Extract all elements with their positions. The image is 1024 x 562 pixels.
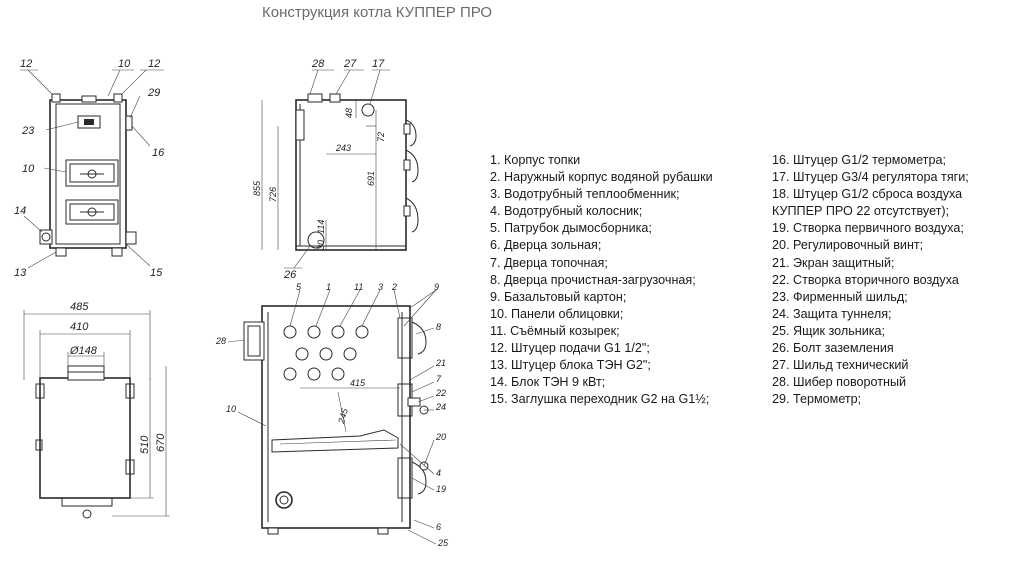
- section-callout-6: 6: [436, 522, 441, 532]
- side-dim-114: 114: [316, 220, 326, 234]
- section-callout-20: 20: [435, 432, 446, 442]
- legend-item: 11. Съёмный козырек;: [490, 323, 620, 338]
- legend-item: 4. Водотрубный колосник;: [490, 204, 643, 219]
- front-callout-10a: 10: [118, 58, 131, 70]
- front-callout-16: 16: [152, 147, 165, 159]
- legend-item: 6. Дверца зольная;: [490, 238, 602, 253]
- front-callout-15: 15: [150, 267, 163, 279]
- side-dim-30: 30: [316, 240, 326, 250]
- top-dim-485: 485: [70, 301, 89, 313]
- legend-item: 16. Штуцер G1/2 термометра;: [772, 153, 946, 167]
- legend-left-column: 1. Корпус топки 2. Наружный корпус водян…: [490, 152, 713, 408]
- section-callout-11: 11: [354, 282, 363, 292]
- section-callout-24: 24: [435, 402, 446, 412]
- side-dim-243: 243: [335, 143, 351, 153]
- section-callout-21: 21: [435, 358, 446, 368]
- legend-item: 12. Штуцер подачи G1 1/2";: [490, 341, 650, 356]
- side-callout-27: 27: [343, 58, 357, 70]
- legend-item: 22. Створка вторичного воздуха: [772, 272, 959, 287]
- legend-item: 1. Корпус топки: [490, 153, 581, 167]
- section-callout-5: 5: [296, 282, 302, 292]
- section-callout-3: 3: [378, 282, 383, 292]
- legend-item: 18. Штуцер G1/2 сброса воздуха: [772, 187, 963, 202]
- section-dim-415: 415: [350, 378, 366, 388]
- section-dim-245: 245: [336, 406, 350, 425]
- legend-item: 8. Дверца прочистная-загрузочная;: [490, 272, 696, 287]
- legend-item: 20. Регулировочный винт;: [772, 238, 924, 253]
- top-dim-670: 670: [155, 433, 167, 452]
- legend-item: 29. Термометр;: [772, 392, 862, 407]
- side-callout-28: 28: [311, 58, 325, 70]
- side-callout-17: 17: [372, 58, 385, 70]
- front-view: 12 10 12 29 23 16 10 14 13 15: [14, 58, 165, 279]
- legend-item: 15. Заглушка переходник G2 на G1½;: [490, 392, 710, 407]
- legend-item: 13. Штуцер блока ТЭН G2";: [490, 358, 651, 373]
- legend-right-column: 16. Штуцер G1/2 термометра; 17. Штуцер G…: [772, 152, 969, 408]
- legend-item: 2. Наружный корпус водяной рубашки: [490, 170, 713, 185]
- side-dim-72: 72: [376, 132, 386, 142]
- legend-item: 21. Экран защитный;: [772, 255, 895, 270]
- top-view: 485 410 Ø148 510 670: [23, 301, 170, 519]
- section-callout-2: 2: [391, 282, 397, 292]
- legend-item: 14. Блок ТЭН 9 кВт;: [490, 375, 606, 390]
- legend-item: 25. Ящик зольника;: [772, 323, 886, 338]
- legend-item: 9. Базальтовый картон;: [490, 289, 627, 304]
- legend-item: 27. Шильд технический: [772, 358, 909, 373]
- top-dim-510: 510: [139, 435, 151, 454]
- legend-item: 23. Фирменный шильд;: [772, 289, 908, 304]
- legend-item: 17. Штуцер G3/4 регулятора тяги;: [772, 170, 969, 185]
- front-callout-13: 13: [14, 267, 27, 279]
- section-callout-22: 22: [435, 388, 446, 398]
- side-view: 28 27 17 26 48 72 243 855 726 691 114 30: [252, 58, 419, 281]
- diagram-title: Конструкция котла КУППЕР ПРО: [262, 4, 493, 21]
- front-callout-10b: 10: [22, 163, 35, 175]
- front-callout-14: 14: [14, 205, 26, 217]
- section-callout-25: 25: [437, 538, 449, 548]
- section-callout-9: 9: [434, 282, 439, 292]
- side-dim-48: 48: [344, 108, 354, 118]
- side-dim-691: 691: [366, 171, 376, 186]
- front-callout-23: 23: [21, 125, 35, 137]
- legend-item: 24. Защита туннеля;: [772, 306, 892, 321]
- top-dim-d148: Ø148: [69, 345, 98, 357]
- side-dim-726: 726: [268, 187, 278, 202]
- section-callout-4: 4: [436, 468, 441, 478]
- side-callout-26: 26: [283, 269, 297, 281]
- legend-item: 7. Дверца топочная;: [490, 255, 608, 270]
- legend-item: 10. Панели облицовки;: [490, 306, 624, 321]
- side-dim-855: 855: [252, 180, 262, 196]
- section-callout-1: 1: [326, 282, 331, 292]
- section-view: 5 1 11 3 2 9 28 8 21 7 22 24 10 20 4 19 …: [215, 282, 449, 548]
- section-callout-19: 19: [436, 484, 446, 494]
- legend-item: 3. Водотрубный теплообменник;: [490, 187, 680, 202]
- section-callout-7: 7: [436, 374, 442, 384]
- legend-item: 19. Створка первичного воздуха;: [772, 221, 964, 236]
- legend-item: 26. Болт заземления: [772, 341, 894, 356]
- section-callout-10: 10: [226, 404, 236, 414]
- legend-item: 28. Шибер поворотный: [772, 375, 907, 390]
- front-callout-12b: 12: [148, 58, 160, 70]
- legend-item: КУППЕР ПРО 22 отсутствует);: [772, 204, 950, 219]
- front-callout-12a: 12: [20, 58, 32, 70]
- section-callout-8: 8: [436, 322, 441, 332]
- top-dim-410: 410: [70, 321, 89, 333]
- section-callout-28: 28: [215, 336, 226, 346]
- front-callout-29: 29: [147, 87, 160, 99]
- legend-item: 5. Патрубок дымосборника;: [490, 221, 652, 236]
